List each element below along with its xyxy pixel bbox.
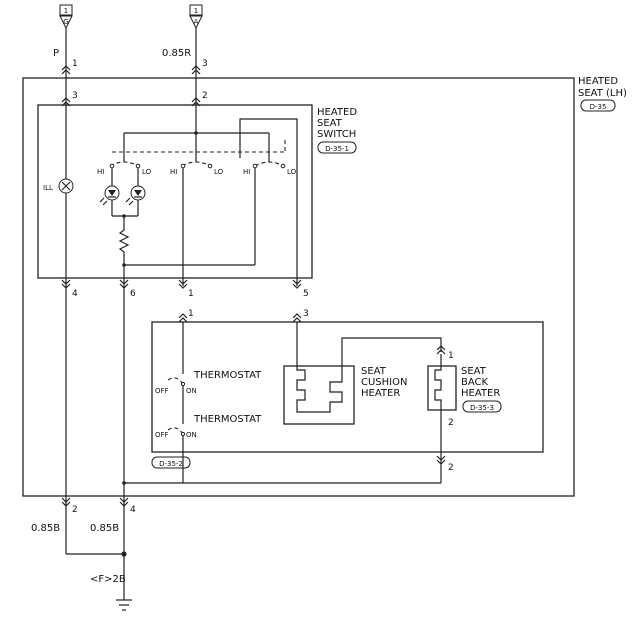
wire-label-085r: 0.85R (162, 48, 191, 59)
connector-mark (292, 313, 302, 323)
heater-box (151, 321, 544, 453)
ill-label: ILL (43, 184, 53, 192)
connector-mark (178, 279, 188, 289)
connector-mark (61, 497, 71, 507)
thermostat-on-label: ON (186, 431, 197, 439)
switch-contact-3 (254, 161, 284, 167)
thermostat-switch-1 (167, 377, 184, 385)
pin-label: 1 (448, 351, 454, 361)
pin-label: 3 (303, 309, 309, 319)
pin-label: 2 (202, 91, 208, 101)
svg-text:D-35-3: D-35-3 (470, 404, 494, 412)
svg-text:1: 1 (194, 7, 198, 15)
back-label: BACK (461, 377, 489, 388)
svg-text:D-35: D-35 (590, 103, 607, 111)
switch-lo-label: LO (214, 168, 224, 176)
indicator-led-hi (104, 185, 120, 201)
switch-title: SEAT (317, 118, 343, 129)
pin-label: 2 (448, 418, 454, 428)
seat-cushion-heater (283, 365, 355, 425)
seat-connector-tag: D-35 (580, 99, 616, 112)
pin-label: 4 (72, 289, 78, 299)
wire-pin5 (239, 118, 298, 286)
connector-mark (61, 65, 71, 75)
switch-hi-label: HI (170, 168, 177, 176)
cushion-label: SEAT (361, 366, 387, 377)
wire-label-p: P (53, 48, 59, 59)
switch-hi-label: HI (243, 168, 250, 176)
wire-label-085b: 0.85B (31, 523, 60, 534)
switch-hi-label: HI (97, 168, 104, 176)
thermostat-on-label: ON (186, 387, 197, 395)
connector-mark (436, 455, 446, 465)
cushion-label: CUSHION (361, 377, 407, 388)
seat-title: HEATED (578, 76, 618, 87)
connector-mark (178, 313, 188, 323)
ground-label: <F>2B (90, 574, 126, 585)
heater-connector-tag: D-35-2 (151, 456, 191, 469)
connector-mark (61, 97, 71, 107)
switch-box (37, 104, 313, 279)
seat-title: SEAT (LH) (578, 88, 627, 99)
pin-label: 1 (188, 289, 194, 299)
back-connector-tag: D-35-3 (462, 400, 502, 413)
thermostat-off-label: OFF (155, 431, 169, 439)
seat-back-heater (427, 365, 457, 411)
switch-title: SWITCH (317, 129, 356, 140)
ground-icon (116, 599, 132, 611)
pin-label: 1 (72, 59, 78, 69)
connector-mark (61, 279, 71, 289)
switch-title: HEATED (317, 107, 357, 118)
pin-label: 5 (303, 289, 309, 299)
source-terminal-left: 1 G (59, 4, 73, 30)
thermostat-off-label: OFF (155, 387, 169, 395)
svg-text:1: 1 (64, 7, 68, 15)
heated-seat-box (22, 77, 575, 497)
pin-label: 2 (448, 463, 454, 473)
switch-lo-label: LO (287, 168, 297, 176)
connector-mark (436, 345, 446, 355)
thermostat-switch-2 (167, 427, 184, 435)
pin-label: 3 (72, 91, 78, 101)
connector-mark (191, 65, 201, 75)
pin-label: 4 (130, 505, 136, 515)
light-ray-icon (125, 197, 134, 206)
connector-mark (191, 97, 201, 107)
cushion-label: HEATER (361, 388, 400, 399)
pin-label: 2 (72, 505, 78, 515)
connector-mark (292, 279, 302, 289)
pin-label: 3 (202, 59, 208, 69)
splice-point (121, 551, 127, 557)
connector-mark (119, 497, 129, 507)
back-label: HEATER (461, 388, 500, 399)
back-element (434, 354, 442, 483)
led-resistor (118, 216, 130, 254)
thermostat-label-2: THERMOSTAT (193, 414, 262, 425)
indicator-led-lo (130, 185, 146, 201)
source-terminal-right: 1 A (189, 4, 203, 30)
pin-label: 6 (130, 289, 136, 299)
svg-text:A: A (194, 18, 199, 26)
switch-contact-2 (181, 161, 211, 167)
thermostat-label-1: THERMOSTAT (193, 370, 262, 381)
svg-text:D-35-1: D-35-1 (325, 145, 349, 153)
svg-text:D-35-2: D-35-2 (159, 460, 183, 468)
svg-text:G: G (63, 18, 68, 26)
switch-lo-label: LO (142, 168, 152, 176)
illumination-lamp (58, 178, 74, 194)
light-ray-icon (99, 197, 108, 206)
wire-label-085b: 0.85B (90, 523, 119, 534)
switch-connector-tag: D-35-1 (317, 141, 357, 154)
back-label: SEAT (461, 366, 487, 377)
pin-label: 1 (188, 309, 194, 319)
cushion-element (296, 322, 442, 413)
